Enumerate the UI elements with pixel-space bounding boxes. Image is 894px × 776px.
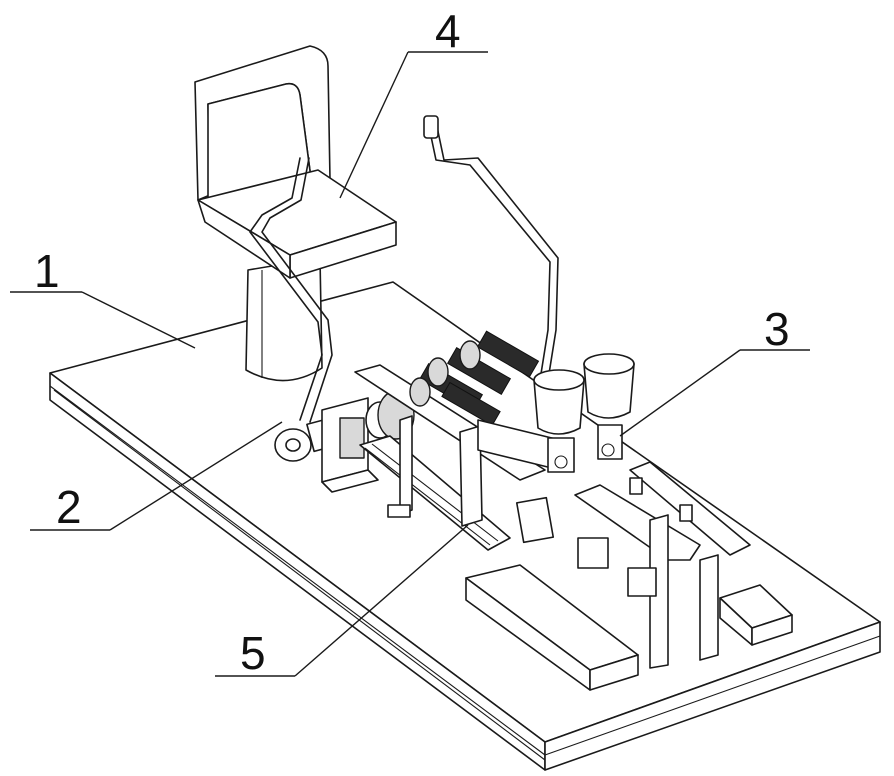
- callout-label-4: 4: [435, 5, 461, 57]
- collection-trays: [465, 564, 793, 691]
- cups: [533, 353, 635, 473]
- sorting-channels: [515, 461, 751, 669]
- center-frame: [387, 415, 561, 527]
- callout-label-2: 2: [56, 481, 82, 533]
- leader-lines: [10, 51, 810, 677]
- right-crank-arm: [423, 115, 559, 381]
- callout-label-1: 1: [34, 245, 60, 297]
- seat-pedestal: [245, 257, 323, 382]
- callout-label-5: 5: [240, 627, 266, 679]
- seat: [194, 45, 397, 279]
- roller-set: [409, 330, 540, 427]
- callout-label-3: 3: [764, 303, 790, 355]
